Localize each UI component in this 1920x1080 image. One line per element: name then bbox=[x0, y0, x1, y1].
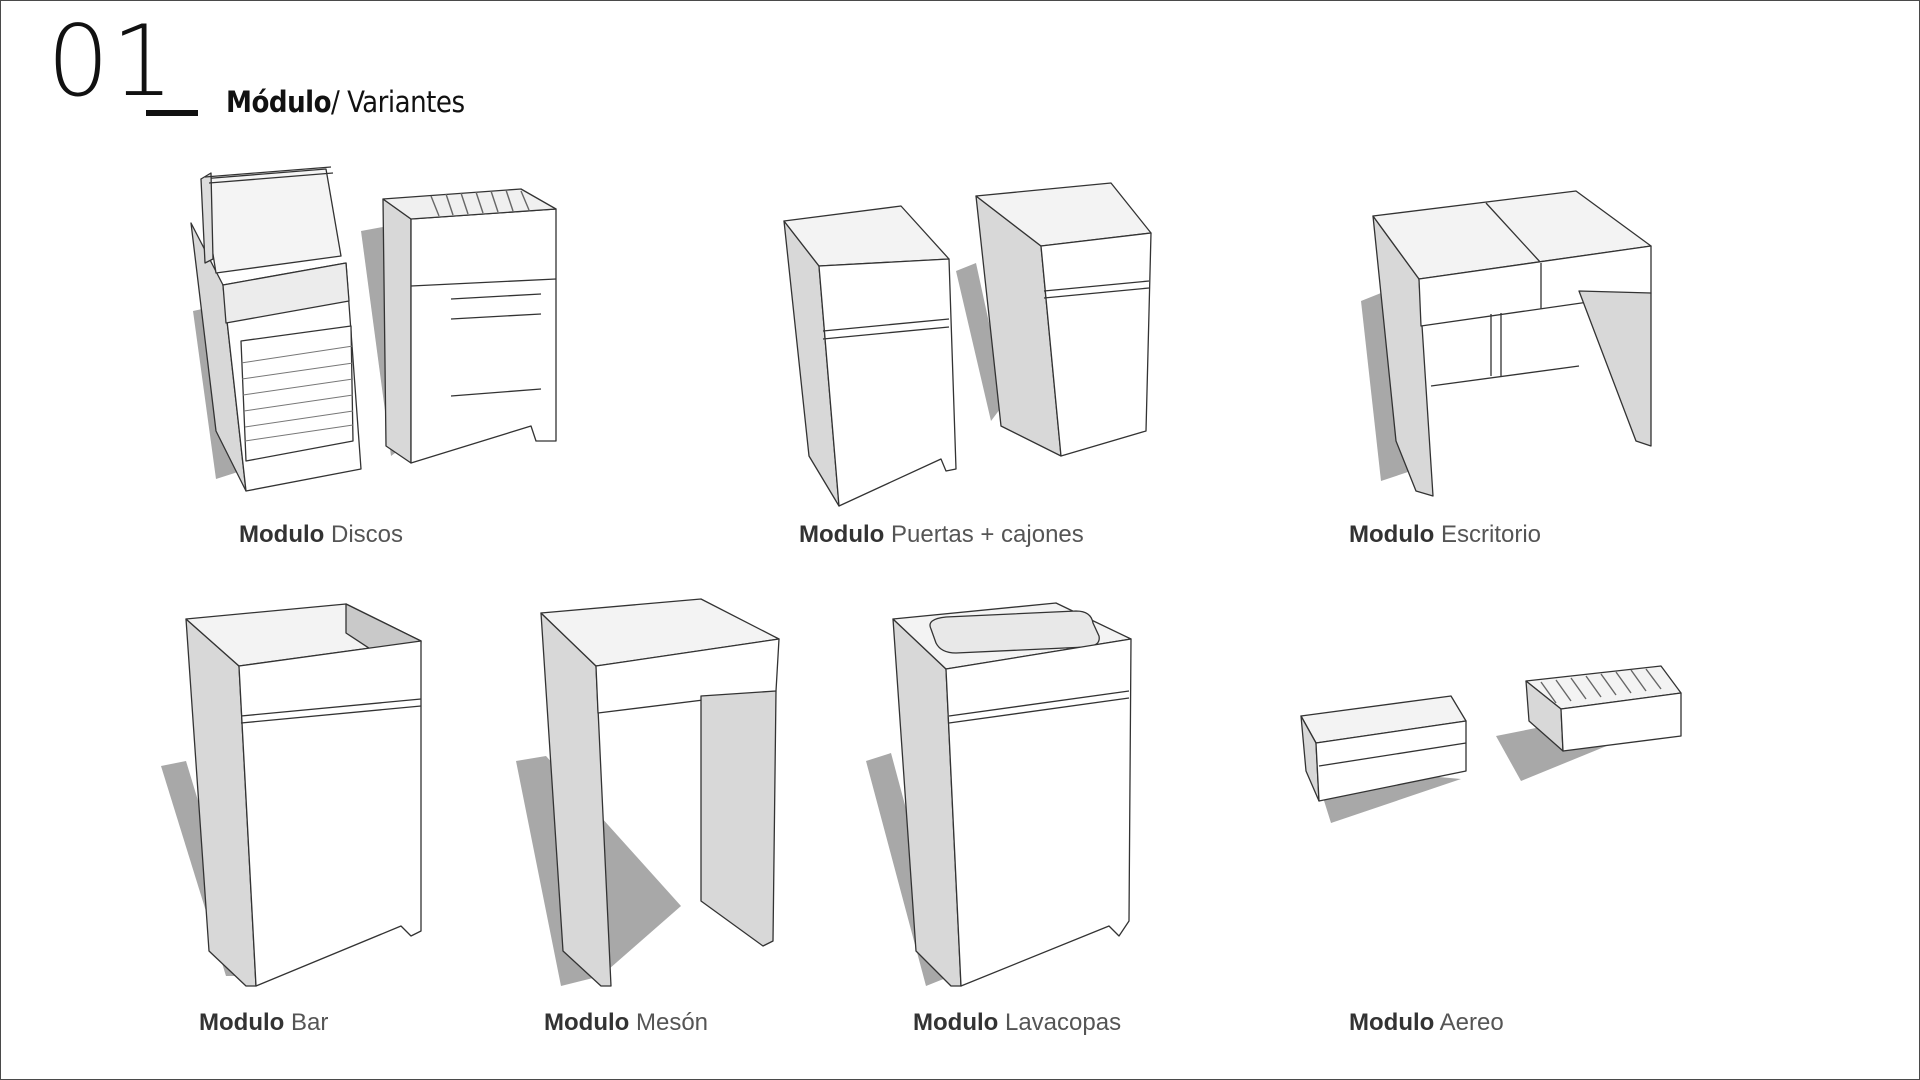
illustration-discos bbox=[190, 166, 557, 492]
illustration-escritorio bbox=[1361, 190, 1652, 497]
label-modulo-meson: Modulo Mesón bbox=[544, 1009, 709, 1036]
label-modulo-discos: Modulo Discos bbox=[239, 521, 403, 548]
label-modulo-escritorio: Modulo Escritorio bbox=[1349, 521, 1542, 548]
illustration-aereo bbox=[1300, 665, 1682, 823]
label-modulo-puertas-cajones: Modulo Puertas + cajones bbox=[799, 521, 1084, 548]
label-modulo-bar: Modulo Bar bbox=[199, 1009, 329, 1036]
illustration-bar bbox=[161, 603, 422, 987]
title-rest: / Variantes bbox=[331, 85, 465, 119]
number-underscore bbox=[146, 110, 198, 116]
label-modulo-lavacopas: Modulo Lavacopas bbox=[913, 1009, 1122, 1036]
illustration-lavacopas bbox=[866, 602, 1132, 987]
illustration-puertas-cajones bbox=[783, 182, 1152, 507]
page-title: Módulo/ Variantes bbox=[226, 85, 465, 119]
title-bold: Módulo bbox=[226, 85, 332, 119]
label-modulo-aereo: Modulo Aereo bbox=[1349, 1009, 1504, 1036]
illustration-meson bbox=[516, 598, 780, 987]
section-number: 01 bbox=[47, 5, 176, 119]
